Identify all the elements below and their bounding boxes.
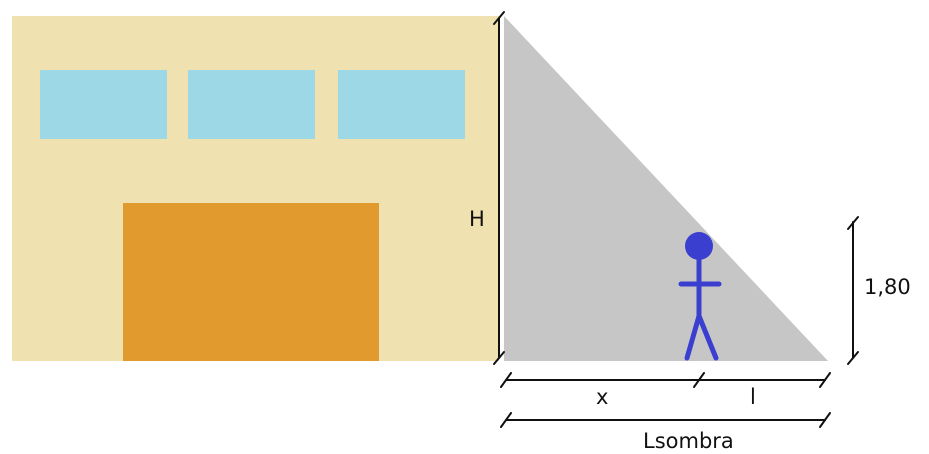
label-height: H bbox=[469, 207, 485, 231]
person-leg-left bbox=[684, 313, 702, 361]
label-shadow-length: Lsombra bbox=[643, 429, 734, 453]
window-middle bbox=[188, 70, 315, 139]
label-person-height: 1,80 bbox=[864, 275, 911, 299]
shadow-triangle bbox=[504, 16, 828, 361]
person-head bbox=[685, 232, 713, 260]
shadow-length-dimension bbox=[500, 412, 831, 428]
door bbox=[123, 203, 379, 361]
person-figure bbox=[678, 232, 722, 361]
person-height-dimension bbox=[847, 216, 859, 365]
window-left bbox=[40, 70, 167, 139]
window-right bbox=[338, 70, 465, 139]
person-leg-right bbox=[696, 313, 719, 361]
label-distance: x bbox=[596, 385, 608, 409]
distance-dimension bbox=[500, 372, 831, 388]
label-person-shadow: l bbox=[750, 385, 756, 409]
height-dimension bbox=[493, 11, 505, 365]
building bbox=[12, 16, 499, 361]
